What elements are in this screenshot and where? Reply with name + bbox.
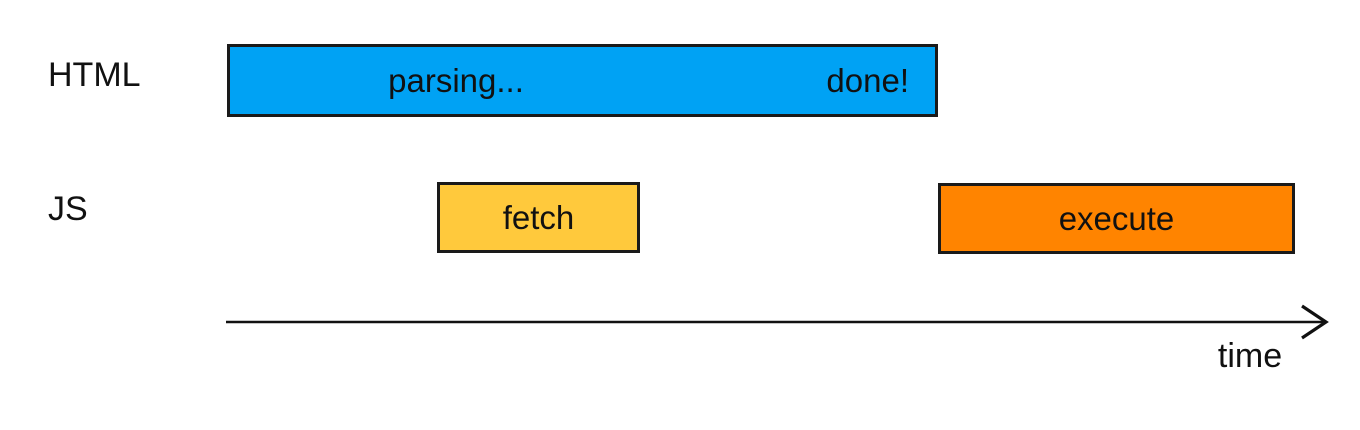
js-execute-bar: execute (938, 183, 1295, 254)
js-fetch-bar: fetch (437, 182, 640, 253)
row-label-html: HTML (48, 56, 141, 94)
time-axis-arrowhead-icon (1301, 304, 1329, 340)
html-parsing-bar: parsing... done! (227, 44, 938, 117)
row-label-js: JS (48, 190, 88, 228)
time-axis-label: time (1217, 337, 1283, 375)
done-label: done! (826, 61, 909, 99)
parsing-label: parsing... (388, 61, 524, 99)
fetch-label: fetch (502, 198, 575, 236)
execute-label: execute (1058, 199, 1175, 237)
